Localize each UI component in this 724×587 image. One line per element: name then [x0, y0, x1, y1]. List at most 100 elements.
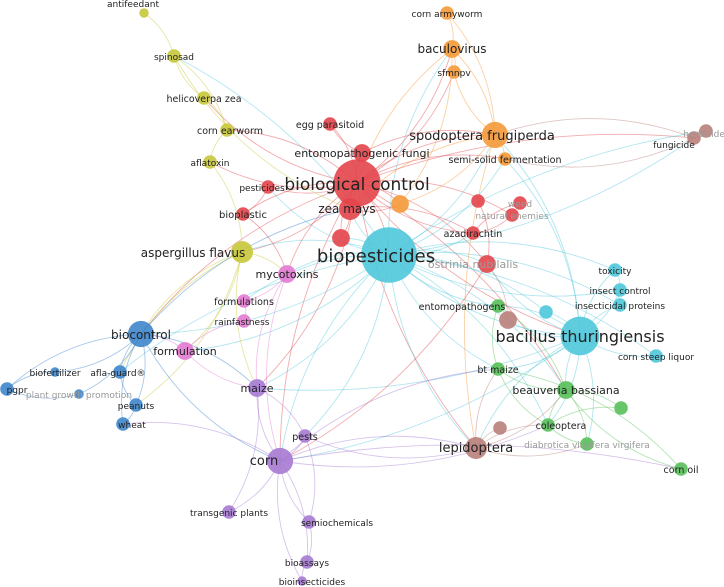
node-rainfastness[interactable]: [237, 314, 251, 328]
label-entomopathogens: entomopathogens: [419, 302, 506, 313]
node-brown-node-a[interactable]: [499, 311, 517, 329]
node-formulation[interactable]: [176, 342, 194, 360]
node-plant-growth-promotion[interactable]: [74, 389, 84, 399]
label-ostrinia-nubilalis: ostrinia nubilalis: [428, 258, 519, 271]
node-insect-control[interactable]: [613, 283, 627, 297]
edge-zea-mays-azadirachtin: [349, 206, 474, 234]
label-rainfastness: rainfastness: [215, 318, 270, 328]
node-wheat[interactable]: [116, 417, 130, 431]
node-weed[interactable]: [513, 196, 527, 210]
node-corn[interactable]: [266, 447, 294, 475]
edge-biopesticides-fungicide: [388, 137, 695, 256]
node-biocontrol[interactable]: [127, 320, 155, 348]
node-spodoptera-frugiperda[interactable]: [481, 121, 509, 149]
label-zea-mays: zea mays: [318, 202, 375, 216]
node-sfmnpv[interactable]: [447, 65, 461, 79]
node-bioplastic[interactable]: [236, 207, 250, 221]
edge-biological-control-corn: [279, 182, 358, 462]
label-herbicide: herbicide: [683, 130, 724, 140]
label-sfmnpv: sfmnpv: [437, 69, 471, 79]
label-aspergillus-flavus: aspergillus flavus: [141, 246, 246, 260]
node-orange-node-a[interactable]: [391, 195, 409, 213]
edge-biopesticides-herbicide: [388, 130, 707, 256]
node-aspergillus-flavus[interactable]: [231, 241, 253, 263]
edge-aflatoxin-aspergillus-flavus: [209, 161, 243, 253]
node-zea-mays[interactable]: [339, 198, 361, 220]
node-coleoptera[interactable]: [541, 418, 555, 432]
node-baculovirus[interactable]: [443, 40, 461, 58]
label-helicoverpa-zea: helicoverpa zea: [166, 94, 241, 105]
node-bacillus-thuringiensis[interactable]: [560, 316, 600, 356]
node-corn-earworm[interactable]: [220, 123, 234, 137]
label-peanuts: peanuts: [118, 402, 155, 412]
node-cyan-node-a[interactable]: [539, 305, 553, 319]
node-corn-oil[interactable]: [674, 462, 688, 476]
node-bioinsecticides[interactable]: [297, 576, 307, 586]
node-diabrotica-virgifera-virgifera[interactable]: [580, 437, 594, 451]
edge-biological-control-bacillus-thuringiensis: [356, 182, 581, 337]
node-insecticidal-proteins[interactable]: [613, 298, 627, 312]
edge-bt-maize-coleoptera: [497, 368, 549, 426]
node-corn-armyworm[interactable]: [440, 6, 454, 20]
node-bt-maize[interactable]: [491, 362, 505, 376]
node-fungicide[interactable]: [687, 131, 701, 145]
node-antifeedant[interactable]: [139, 8, 149, 18]
label-fungicide: fungicide: [653, 141, 695, 151]
edge-coleoptera-green-node-a: [547, 406, 622, 426]
node-toxicity[interactable]: [608, 263, 622, 277]
node-green-node-a[interactable]: [614, 401, 628, 415]
node-biofertilizer[interactable]: [50, 367, 60, 377]
node-pesticides[interactable]: [261, 180, 275, 194]
node-entomopathogenic-fungi[interactable]: [353, 144, 371, 162]
edge-aspergillus-flavus-biocontrol: [140, 251, 243, 335]
node-entomopathogens[interactable]: [491, 299, 505, 313]
label-mycotoxins: mycotoxins: [256, 268, 319, 281]
node-mycotoxins[interactable]: [278, 265, 296, 283]
edge-biopesticides-spinosad: [173, 55, 390, 256]
node-aflatoxin[interactable]: [203, 155, 217, 169]
node-pests[interactable]: [298, 429, 312, 443]
label-azadirachtin: azadirachtin: [444, 229, 503, 240]
label-wheat: wheat: [118, 421, 146, 431]
node-brown-node-b[interactable]: [493, 421, 507, 435]
node-bioassays[interactable]: [300, 555, 314, 569]
edge-biocontrol-corn: [140, 333, 281, 462]
node-spinosad[interactable]: [167, 49, 181, 63]
label-aflatoxin: aflatoxin: [191, 159, 230, 169]
node-semiochemicals[interactable]: [302, 515, 316, 529]
edge-biopesticides-formulation: [184, 254, 390, 352]
label-formulations: formulations: [214, 297, 274, 308]
node-transgenic-plants[interactable]: [222, 505, 236, 519]
edge-biopesticides-toxicity: [388, 241, 616, 271]
node-semi-solid-fermentation[interactable]: [498, 152, 512, 166]
node-pgpr[interactable]: [0, 382, 14, 396]
node-red-node-b[interactable]: [471, 194, 485, 208]
edge-bacillus-thuringiensis-spodoptera-frugiperda: [494, 134, 581, 337]
node-beauveria-bassiana[interactable]: [557, 381, 575, 399]
edge-maize-transgenic-plants: [228, 387, 259, 513]
node-natural-enemies[interactable]: [505, 208, 519, 222]
node-biopesticides[interactable]: [361, 227, 417, 283]
node-formulations[interactable]: [237, 294, 251, 308]
node-herbicide[interactable]: [699, 124, 713, 138]
node-lepidoptera[interactable]: [465, 437, 487, 459]
edge-biopesticides-pests: [304, 254, 390, 437]
label-formulation: formulation: [153, 345, 217, 358]
label-coleoptera: coleoptera: [536, 421, 587, 432]
node-red-node-a[interactable]: [332, 229, 350, 247]
edge-biopesticides-biocontrol: [140, 254, 390, 335]
node-egg-parasitoid[interactable]: [323, 117, 337, 131]
edge-mycotoxins-corn: [266, 273, 288, 462]
node-helicoverpa-zea[interactable]: [197, 91, 211, 105]
edge-lepidoptera-beauveria-bassiana: [475, 389, 567, 449]
node-afla-guard[interactable]: [113, 365, 127, 379]
edge-layer: [6, 12, 707, 582]
label-insect-control: insect control: [590, 287, 651, 297]
node-maize[interactable]: [248, 379, 266, 397]
node-azadirachtin[interactable]: [466, 226, 480, 240]
label-diabrotica-virgifera-virgifera: diabrotica virgifera virgifera: [524, 441, 650, 451]
node-biological-control[interactable]: [333, 159, 381, 207]
node-corn-steep-liquor[interactable]: [649, 349, 663, 363]
node-ostrinia-nubilalis[interactable]: [478, 255, 496, 273]
node-peanuts[interactable]: [129, 398, 143, 412]
